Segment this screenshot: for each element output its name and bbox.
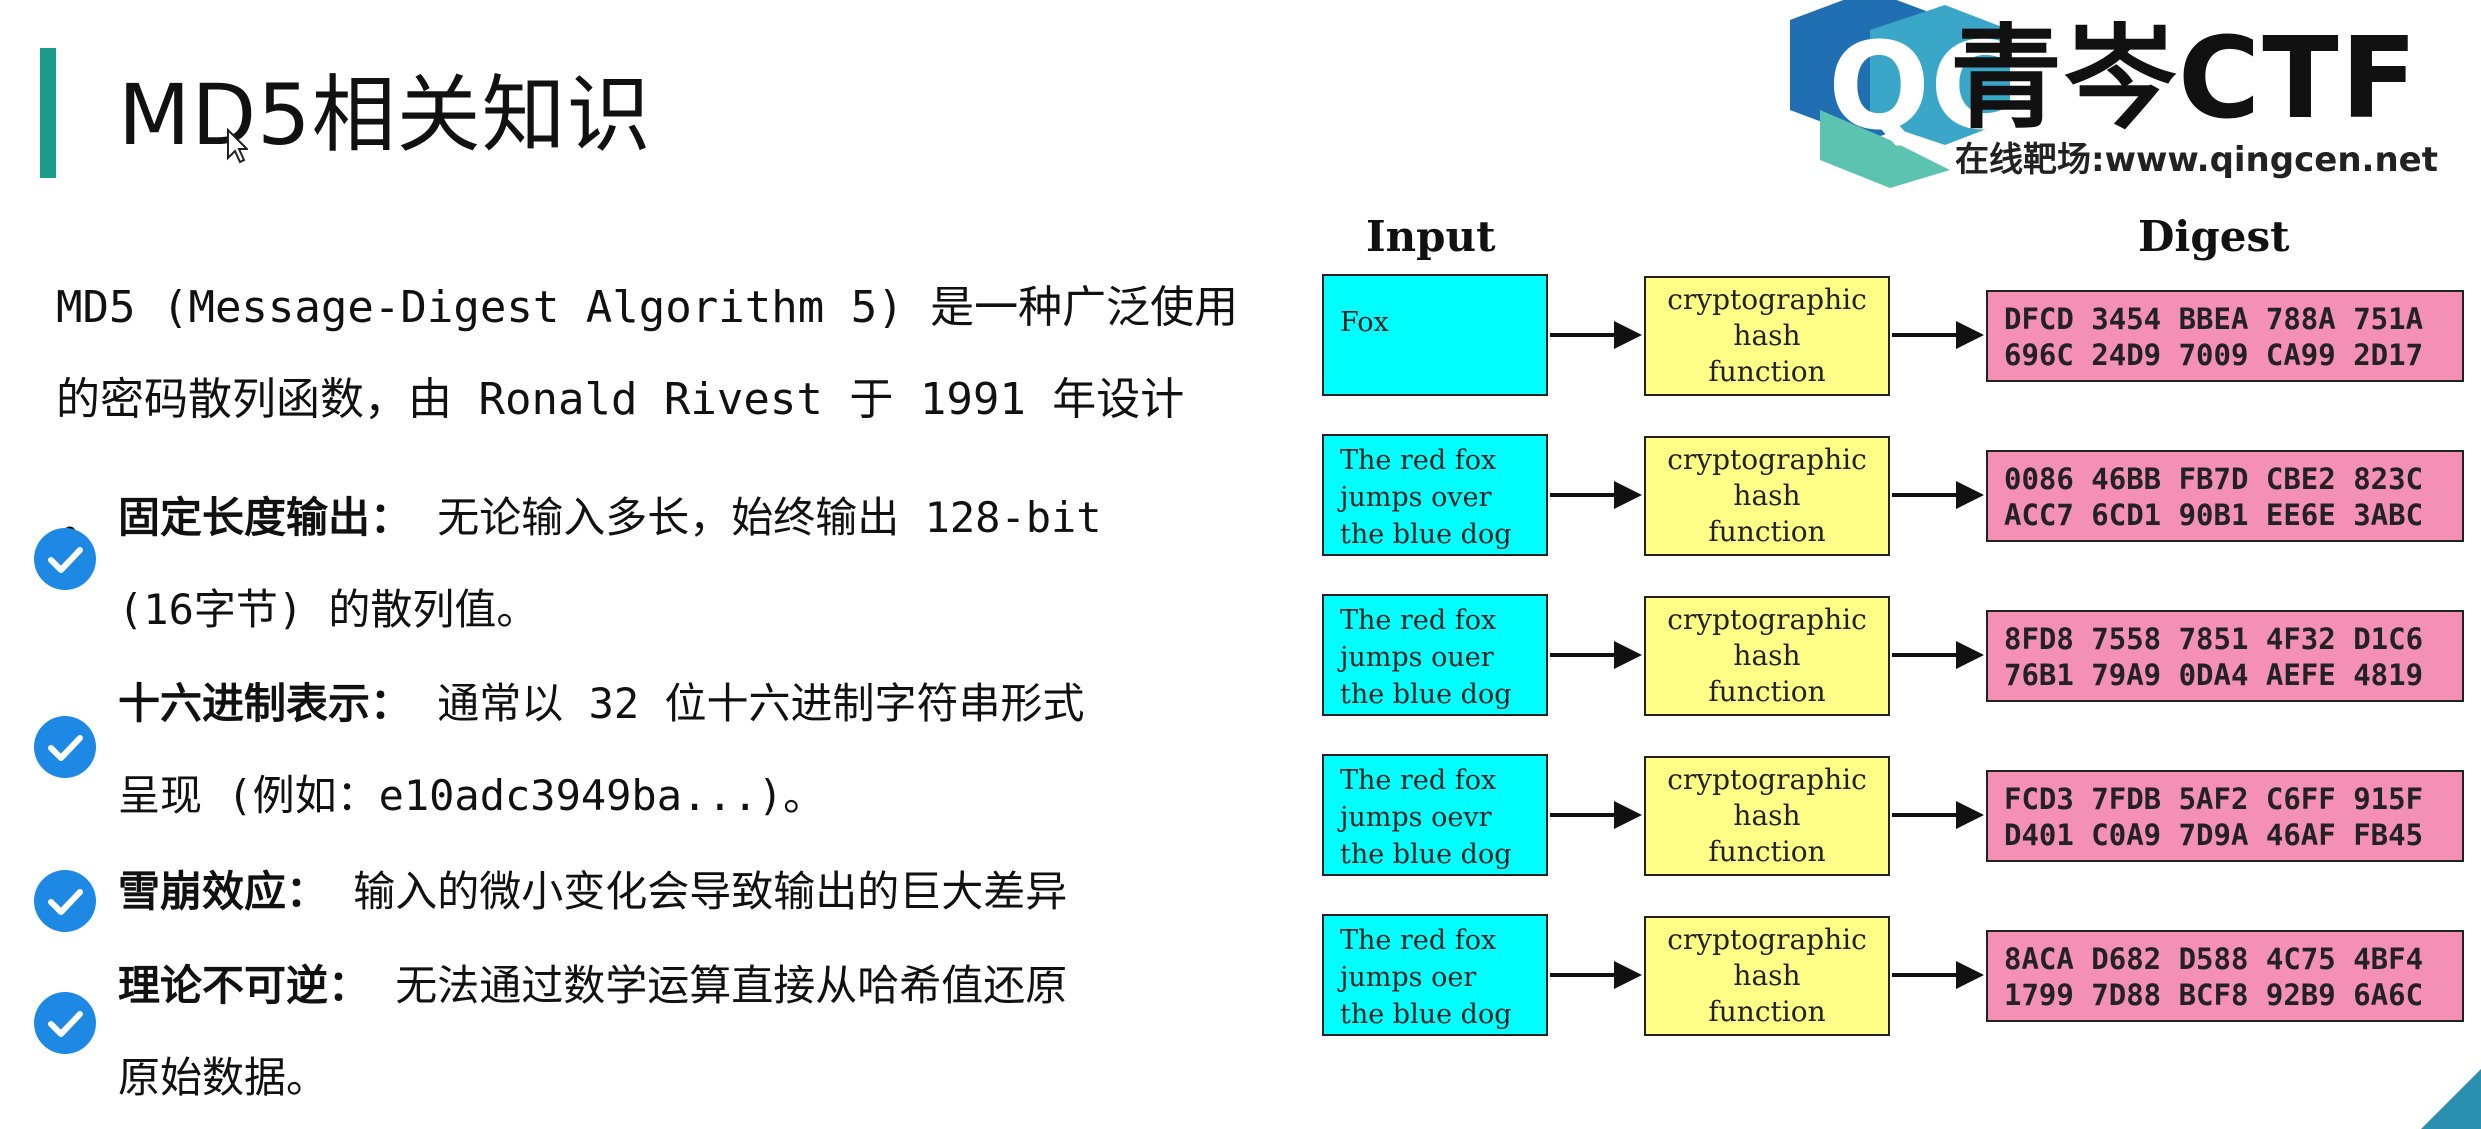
input-box: Fox — [1322, 274, 1548, 396]
hash-line: hash — [1733, 319, 1801, 352]
digest-line: FCD3 7FDB 5AF2 C6FF 915F — [2004, 782, 2424, 816]
digest-box: 0086 46BB FB7D CBE2 823C ACC7 6CD1 90B1 … — [1986, 450, 2464, 542]
hash-line: cryptographic — [1667, 603, 1867, 636]
digest-line: 8ACA D682 D588 4C75 4BF4 — [2004, 942, 2424, 976]
hash-line: cryptographic — [1667, 923, 1867, 956]
hash-function-box: cryptographic hash function — [1644, 436, 1890, 556]
digest-line: D401 C0A9 7D9A 46AF FB45 — [2004, 818, 2424, 852]
hash-line: hash — [1733, 959, 1801, 992]
input-line: the blue dog — [1340, 679, 1512, 710]
arrow-icon — [1550, 321, 1642, 349]
bullet-heading: 固定长度输出： — [118, 493, 413, 542]
input-line: The red fox — [1340, 605, 1497, 636]
arrow-icon — [1550, 481, 1642, 509]
bullet-text: 无法通过数学运算直接从哈希值还原 — [370, 961, 1068, 1010]
arrow-icon — [1892, 961, 1984, 989]
digest-line: ACC7 6CD1 90B1 EE6E 3ABC — [2004, 498, 2424, 532]
arrow-icon — [1892, 801, 1984, 829]
diagram-input-header: Input — [1366, 212, 1496, 261]
bullet-avalanche-effect: 雪崩效应： 输入的微小变化会导致输出的巨大差异 — [118, 846, 1218, 938]
hash-line: hash — [1733, 479, 1801, 512]
digest-box: DFCD 3454 BBEA 788A 751A 696C 24D9 7009 … — [1986, 290, 2464, 382]
bullet-text: 通常以 32 位十六进制字符串形式 — [412, 679, 1085, 728]
check-circle-icon — [34, 870, 96, 932]
hash-function-box: cryptographic hash function — [1644, 596, 1890, 716]
bullet-text-cont: 呈现 (例如：e10adc3949ba...)。 — [118, 771, 826, 820]
input-line: The red fox — [1340, 445, 1497, 476]
intro-line: 的密码散列函数，由 Ronald Rivest 于 1991 年设计 — [56, 374, 1185, 425]
arrow-icon — [1892, 481, 1984, 509]
hash-function-box: cryptographic hash function — [1644, 916, 1890, 1036]
input-line: Fox — [1340, 307, 1389, 338]
hash-line: cryptographic — [1667, 283, 1867, 316]
hash-line: cryptographic — [1667, 443, 1867, 476]
check-circle-icon — [34, 992, 96, 1054]
bullet-irreversible: 理论不可逆： 无法通过数学运算直接从哈希值还原 原始数据。 — [118, 940, 1218, 1124]
arrow-icon — [1550, 801, 1642, 829]
hash-line: function — [1708, 835, 1826, 868]
input-line: jumps oevr — [1340, 802, 1492, 833]
input-box: The red fox jumps over the blue dog — [1322, 434, 1548, 556]
bullet-heading: 十六进制表示： — [118, 679, 413, 728]
logo-subtitle: 在线靶场:www.qingcen.net — [1955, 140, 2438, 180]
svg-text:QC: QC — [1828, 18, 2018, 157]
bullet-text-cont: (16字节) 的散列值。 — [118, 585, 539, 634]
bullet-text-cont: 原始数据。 — [118, 1053, 329, 1102]
hash-line: cryptographic — [1667, 763, 1867, 796]
hash-function-box: cryptographic hash function — [1644, 756, 1890, 876]
digest-line: 76B1 79A9 0DA4 AEFE 4819 — [2004, 658, 2424, 692]
input-line: The red fox — [1340, 765, 1497, 796]
diagram-digest-header: Digest — [2138, 212, 2290, 261]
input-line: The red fox — [1340, 925, 1497, 956]
input-box: The red fox jumps ouer the blue dog — [1322, 594, 1548, 716]
bullet-text: 输入的微小变化会导致输出的巨大差异 — [328, 867, 1068, 916]
logo-title: 青岑CTF — [1950, 14, 2420, 144]
hash-line: hash — [1733, 799, 1801, 832]
intro-paragraph: MD5 (Message-Digest Algorithm 5) 是一种广泛使用… — [56, 262, 1239, 446]
input-line: jumps ouer — [1340, 642, 1494, 673]
bullet-text: 无论输入多长，始终输出 128-bit — [412, 493, 1102, 542]
hash-line: function — [1708, 515, 1826, 548]
hash-line: function — [1708, 995, 1826, 1028]
digest-line: 0086 46BB FB7D CBE2 823C — [2004, 462, 2424, 496]
digest-line: 8FD8 7558 7851 4F32 D1C6 — [2004, 622, 2424, 656]
check-circle-icon — [34, 716, 96, 778]
bullet-heading: 雪崩效应： — [118, 867, 329, 916]
bullet-fixed-length: 固定长度输出： 无论输入多长，始终输出 128-bit (16字节) 的散列值。 — [118, 472, 1218, 656]
hash-line: function — [1708, 355, 1826, 388]
input-line: the blue dog — [1340, 839, 1512, 870]
hash-line: function — [1708, 675, 1826, 708]
bullet-hex-representation: 十六进制表示： 通常以 32 位十六进制字符串形式 呈现 (例如：e10adc3… — [118, 658, 1218, 842]
arrow-icon — [1550, 961, 1642, 989]
arrow-icon — [1892, 321, 1984, 349]
input-line: the blue dog — [1340, 999, 1512, 1030]
input-line: jumps over — [1340, 482, 1492, 513]
corner-decoration-icon — [2421, 1069, 2481, 1129]
digest-line: 1799 7D88 BCF8 92B9 6A6C — [2004, 978, 2424, 1012]
input-box: The red fox jumps oer the blue dog — [1322, 914, 1548, 1036]
title-accent-bar — [40, 48, 56, 178]
input-line: the blue dog — [1340, 519, 1512, 550]
intro-line: MD5 (Message-Digest Algorithm 5) 是一种广泛使用 — [56, 282, 1239, 333]
digest-box: 8ACA D682 D588 4C75 4BF4 1799 7D88 BCF8 … — [1986, 930, 2464, 1022]
check-circle-icon — [34, 528, 96, 590]
mouse-cursor-icon — [227, 128, 248, 164]
arrow-icon — [1892, 641, 1984, 669]
digest-line: DFCD 3454 BBEA 788A 751A — [2004, 302, 2424, 336]
bullet-heading: 理论不可逆： — [118, 961, 371, 1010]
digest-box: 8FD8 7558 7851 4F32 D1C6 76B1 79A9 0DA4 … — [1986, 610, 2464, 702]
slide-title: MD5相关知识 — [118, 66, 652, 164]
digest-box: FCD3 7FDB 5AF2 C6FF 915F D401 C0A9 7D9A … — [1986, 770, 2464, 862]
arrow-icon — [1550, 641, 1642, 669]
hash-line: hash — [1733, 639, 1801, 672]
qc-cube-logo-icon: QC — [1790, 0, 2018, 188]
hash-function-box: cryptographic hash function — [1644, 276, 1890, 396]
digest-line: 696C 24D9 7009 CA99 2D17 — [2004, 338, 2424, 372]
input-line: jumps oer — [1340, 962, 1477, 993]
input-box: The red fox jumps oevr the blue dog — [1322, 754, 1548, 876]
